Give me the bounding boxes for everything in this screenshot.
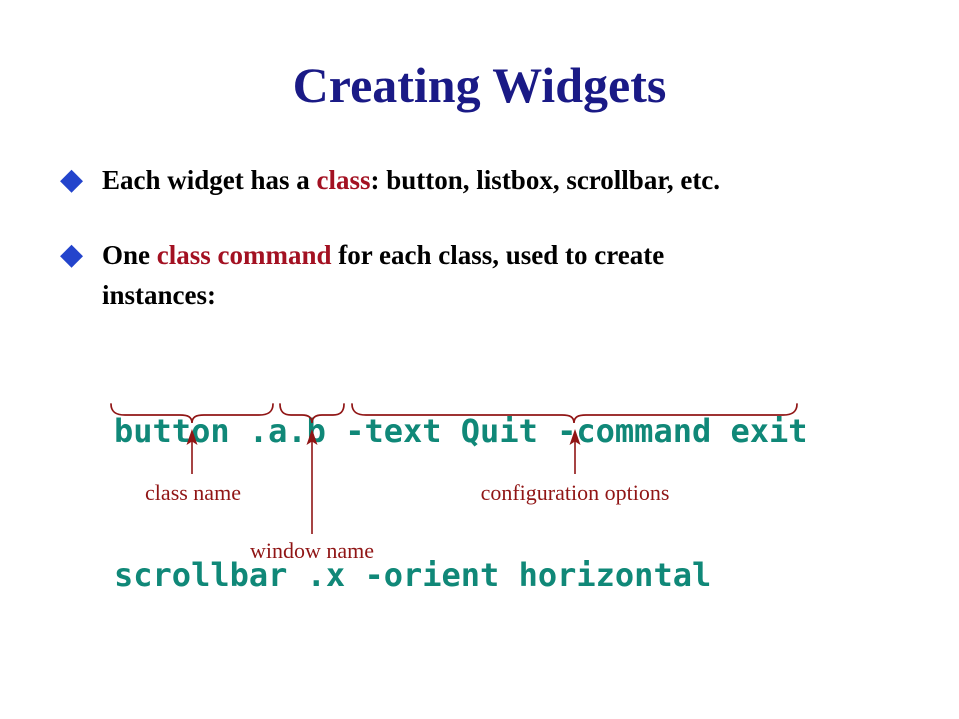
bullet-1-highlighted-term: class	[316, 165, 371, 195]
annotation-label-window-name: window name	[249, 538, 375, 563]
slide-title: Creating Widgets	[292, 57, 667, 113]
underbrace-class-name	[110, 403, 274, 424]
bullet-2-text-post: for each class, used to create	[331, 240, 665, 270]
annotation-label-configuration-options: configuration options	[480, 480, 670, 505]
diamond-bullet-icon: ◆	[60, 238, 84, 271]
bullet-2-text-line2: instances:	[102, 280, 216, 310]
bullet-1-text-post: : button, listbox, scrollbar, etc.	[370, 165, 721, 195]
code-line-scrollbar: scrollbar .x -orient horizontal	[114, 556, 712, 594]
bullet-2-highlighted-term: class command	[156, 240, 332, 270]
bullet-item-2: One class command for each class, used t…	[102, 235, 664, 315]
arrow-up-icon	[306, 429, 318, 534]
underbrace-configuration-options	[351, 403, 798, 424]
bullet-1-text-pre: Each widget has a	[102, 165, 317, 195]
arrow-up-icon	[569, 429, 581, 474]
bullet-item-1: Each widget has a class: button, listbox…	[102, 160, 720, 200]
annotation-label-class-name: class name	[145, 480, 241, 505]
diamond-bullet-icon: ◆	[60, 163, 84, 196]
bullet-2-text-pre: One	[102, 240, 157, 270]
arrow-up-icon	[186, 429, 198, 474]
underbrace-window-name	[279, 403, 345, 424]
